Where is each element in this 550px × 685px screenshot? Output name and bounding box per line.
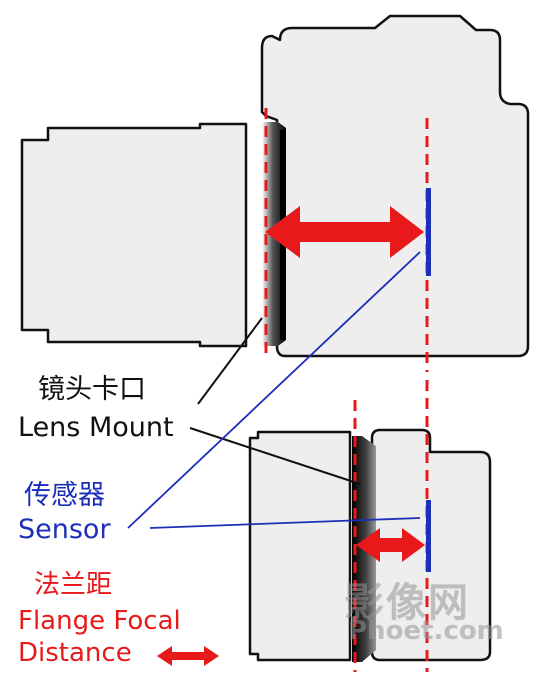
lens-mount-label-cn: 镜头卡口 xyxy=(38,374,146,405)
flange-label-en-line2: Distance xyxy=(18,638,132,668)
watermark-cn: 影像网 xyxy=(344,580,470,626)
dslr-lens xyxy=(20,122,248,348)
mirrorless-lens xyxy=(248,430,352,662)
lens-mount-pointer-top xyxy=(197,317,263,405)
flange-label-en-line1: Flange Focal xyxy=(18,606,181,636)
flange-label-cn: 法兰距 xyxy=(34,570,113,600)
sensor-pointer-bottom xyxy=(149,517,421,529)
mirrorless-sensor xyxy=(426,500,431,572)
sensor-label-en: Sensor xyxy=(18,514,111,545)
dslr-flange-arrow xyxy=(265,206,424,258)
dslr-sensor xyxy=(426,188,431,276)
dslr-body xyxy=(260,14,530,358)
watermark-en: Phoet.com xyxy=(348,616,504,646)
lens-mount-label-en: Lens Mount xyxy=(18,412,174,443)
mirrorless-flange-arrow xyxy=(356,528,425,562)
legend-double-arrow-icon xyxy=(157,646,219,666)
sensor-pointer-top xyxy=(127,251,421,529)
lens-mount-pointer-bottom xyxy=(189,427,361,485)
sensor-label-cn: 传感器 xyxy=(24,480,105,511)
